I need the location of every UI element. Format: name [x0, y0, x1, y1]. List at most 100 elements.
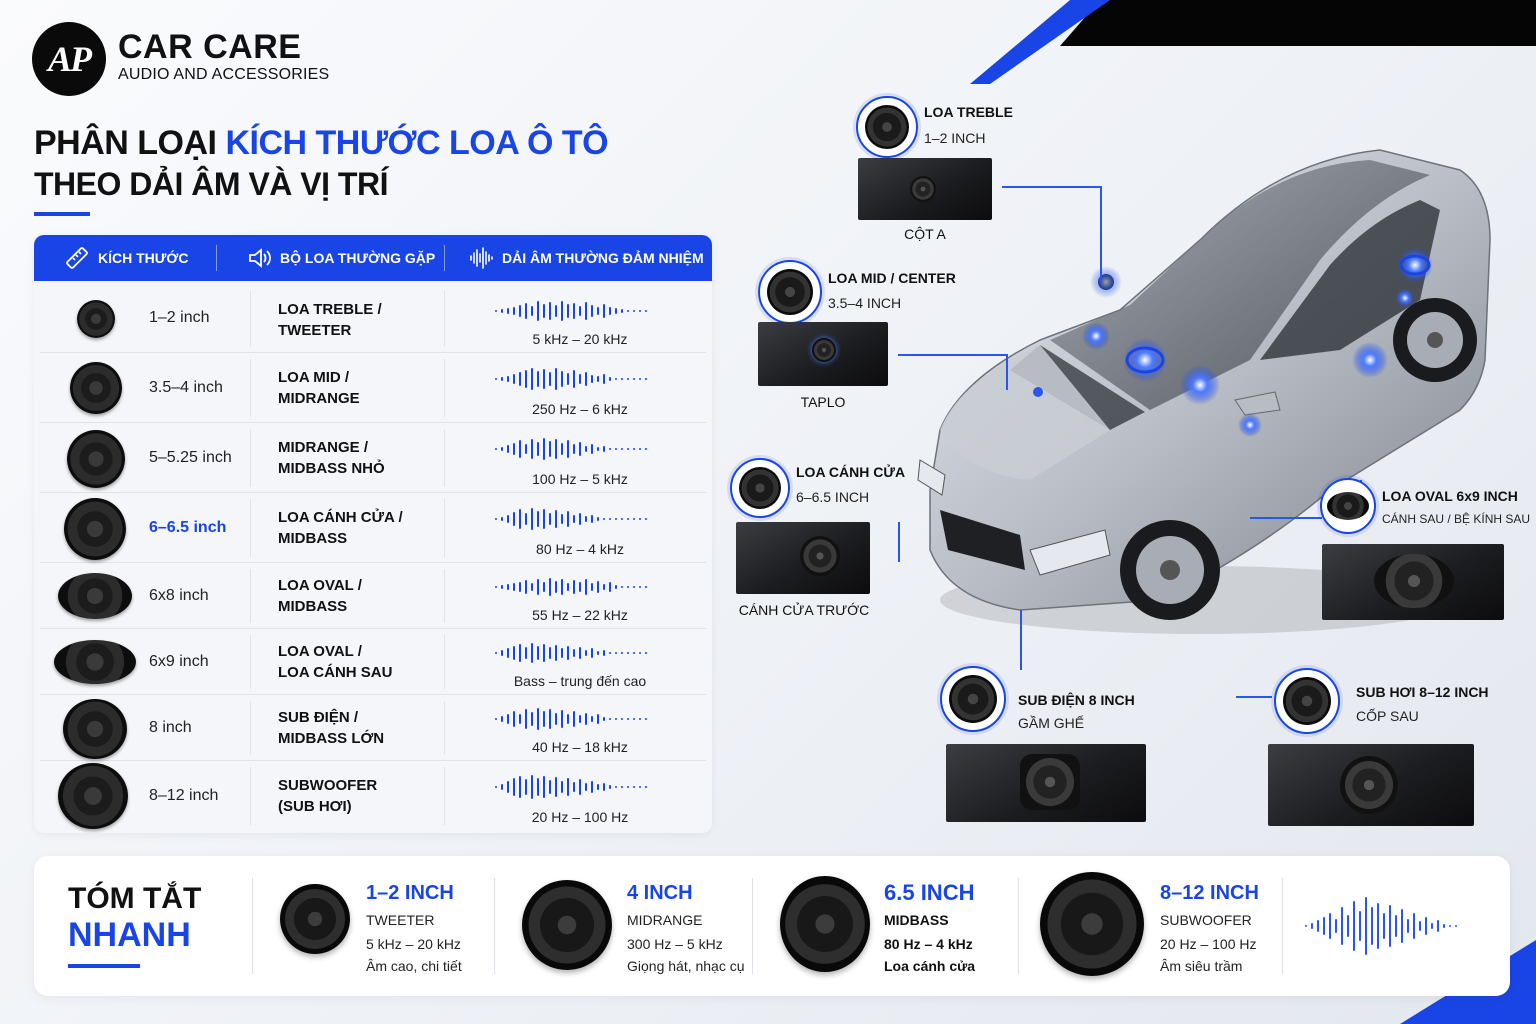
sub-dien-label-title: SUB ĐIỆN 8 INCH	[1018, 692, 1135, 708]
title-underline	[34, 212, 90, 216]
row-frequency: 55 Hz – 22 kHz	[532, 607, 628, 623]
row-frequency: 250 Hz – 6 kHz	[532, 401, 628, 417]
summary-item-size: 1–2 INCH	[366, 882, 454, 904]
door-speaker-icon	[64, 498, 126, 560]
row-speaker-name: MIDRANGE /MIDBASS NHỎ	[278, 439, 385, 477]
connector-line	[1006, 354, 1008, 390]
oval-speaker-ring	[1320, 478, 1376, 534]
header-frequency: DẢI ÂM THƯỜNG ĐẢM NHIỆM	[468, 235, 704, 281]
mid-location-photo	[758, 322, 888, 386]
summary-item-freq: 5 kHz – 20 kHz	[366, 936, 461, 952]
row-size: 5–5.25 inch	[149, 449, 232, 466]
table-row: 1–2 inch LOA TREBLE /TWEETER 5 kHz – 20 …	[40, 285, 706, 353]
mid-speaker-ring	[758, 260, 822, 324]
summary-item-freq: 20 Hz – 100 Hz	[1160, 936, 1257, 952]
connector-line	[898, 522, 900, 562]
connector-line	[1250, 517, 1322, 519]
speaker-icon	[249, 248, 271, 268]
row-speaker-name: SUB ĐIỆN /MIDBASS LỚN	[278, 709, 385, 747]
row-frequency: 80 Hz – 4 kHz	[536, 541, 624, 557]
midrange-summary-icon	[522, 880, 612, 970]
row-frequency: 20 Hz – 100 Hz	[531, 809, 629, 825]
door-location-photo	[736, 522, 870, 594]
sub-hoi-label-title: SUB HƠI 8–12 INCH	[1356, 684, 1489, 700]
midbass-summary-icon	[780, 876, 870, 972]
summary-item-desc: Giọng hát, nhạc cụ	[627, 958, 745, 974]
speaker-size-table: KÍCH THƯỚC BỘ LOA THƯỜNG GẶP DẢI ÂM THƯỜ…	[34, 235, 712, 833]
table-row: 3.5–4 inch LOA MID /MIDRANGE 250 Hz – 6 …	[40, 353, 706, 423]
door-speaker-ring	[730, 458, 790, 518]
row-speaker-name: LOA TREBLE /TWEETER	[278, 301, 382, 339]
treble-location-label: CỘT A	[904, 226, 946, 242]
summary-item-freq: 80 Hz – 4 kHz	[884, 936, 973, 952]
tweeter-summary-icon	[280, 884, 350, 954]
row-size: 3.5–4 inch	[149, 379, 223, 396]
summary-item-type: TWEETER	[366, 912, 435, 928]
midrange-speaker-icon	[70, 362, 122, 414]
row-speaker-name: LOA OVAL /LOA CÁNH SAU	[278, 643, 393, 681]
tweeter-speaker-icon	[77, 300, 115, 338]
oval-6x8-speaker-icon	[58, 573, 132, 619]
soundwave-graphic	[495, 438, 647, 460]
page-title-line1: PHÂN LOẠI KÍCH THƯỚC LOA Ô TÔ	[34, 124, 609, 162]
connector-line	[1100, 186, 1102, 282]
summary-item-desc: Âm siêu trầm	[1160, 958, 1243, 974]
quick-summary-panel	[34, 856, 1510, 996]
soundwave-icon	[470, 247, 493, 269]
sub-hoi-ring	[1274, 668, 1340, 734]
connector-line	[898, 354, 1008, 356]
door-label-size: 6–6.5 INCH	[796, 489, 870, 505]
summary-title-line2: NHANH	[68, 916, 191, 954]
treble-location-photo	[858, 158, 992, 220]
door-label-title: LOA CÁNH CỬA	[796, 464, 906, 480]
connector-line	[1236, 696, 1272, 698]
sub-dien-ring	[940, 666, 1006, 732]
mid-label-size: 3.5–4 INCH	[828, 295, 902, 311]
soundwave-graphic	[495, 708, 647, 730]
row-frequency: 100 Hz – 5 kHz	[532, 471, 628, 487]
connector-line	[1020, 610, 1022, 670]
row-speaker-name: LOA CÁNH CỬA /MIDBASS	[278, 509, 403, 547]
row-frequency: 40 Hz – 18 kHz	[532, 739, 628, 755]
soundwave-graphic	[495, 368, 647, 390]
subwoofer-summary-icon	[1040, 872, 1144, 976]
row-size-highlight: 6–6.5 inch	[149, 519, 227, 536]
sub-dien-location-photo	[946, 744, 1146, 822]
soundwave-graphic	[495, 775, 647, 799]
summary-title-line1: TÓM TẮT	[68, 882, 202, 915]
summary-item-size: 8–12 INCH	[1160, 882, 1259, 904]
treble-label-title: LOA TREBLE	[924, 104, 1013, 120]
soundwave-graphic	[495, 643, 647, 663]
summary-item-desc: Loa cánh cửa	[884, 958, 976, 974]
top-right-black-stripe	[1060, 0, 1536, 46]
sub-dien-label-location: GẦM GHẾ	[1018, 715, 1085, 731]
row-frequency: Bass – trung đến cao	[513, 673, 647, 689]
summary-item-size: 4 INCH	[627, 882, 693, 904]
treble-label-size: 1–2 INCH	[924, 130, 986, 146]
row-size: 6x8 inch	[149, 587, 209, 604]
oval-label-title: LOA OVAL 6x9 INCH	[1382, 488, 1518, 504]
summary-item-type: SUBWOOFER	[1160, 912, 1252, 928]
soundwave-graphic	[495, 301, 647, 321]
row-speaker-name: LOA MID /MIDRANGE	[278, 369, 360, 407]
header-size: KÍCH THƯỚC	[64, 235, 188, 281]
summary-underline	[68, 964, 140, 968]
sub-hoi-location-photo	[1268, 744, 1474, 826]
soundwave-icon	[1305, 897, 1457, 955]
summary-item-type: MIDBASS	[884, 912, 949, 928]
summary-item-freq: 300 Hz – 5 kHz	[627, 936, 723, 952]
oval-6x9-speaker-icon	[54, 640, 136, 684]
row-speaker-name: SUBWOOFER(SUB HƠI)	[278, 777, 378, 815]
header-speaker-set: BỘ LOA THƯỜNG GẶP	[246, 235, 435, 281]
table-row: 6–6.5 inch LOA CÁNH CỬA /MIDBASS 80 Hz –…	[40, 493, 706, 563]
connector-line	[1002, 186, 1102, 188]
row-size: 1–2 inch	[149, 309, 210, 326]
brand-name: CAR CARE	[118, 28, 302, 66]
row-frequency: 5 kHz – 20 kHz	[532, 331, 628, 347]
table-row: 8–12 inch SUBWOOFER(SUB HƠI) 20 Hz – 100…	[40, 761, 706, 831]
summary-item-size: 6.5 INCH	[884, 880, 975, 905]
table-header: KÍCH THƯỚC BỘ LOA THƯỜNG GẶP DẢI ÂM THƯỜ…	[34, 235, 712, 281]
row-speaker-name: LOA OVAL /MIDBASS	[278, 577, 362, 615]
page-title-highlight: KÍCH THƯỚC LOA Ô TÔ	[225, 124, 609, 162]
oval-label-location: CÁNH SAU / BỆ KÍNH SAU	[1382, 512, 1531, 526]
